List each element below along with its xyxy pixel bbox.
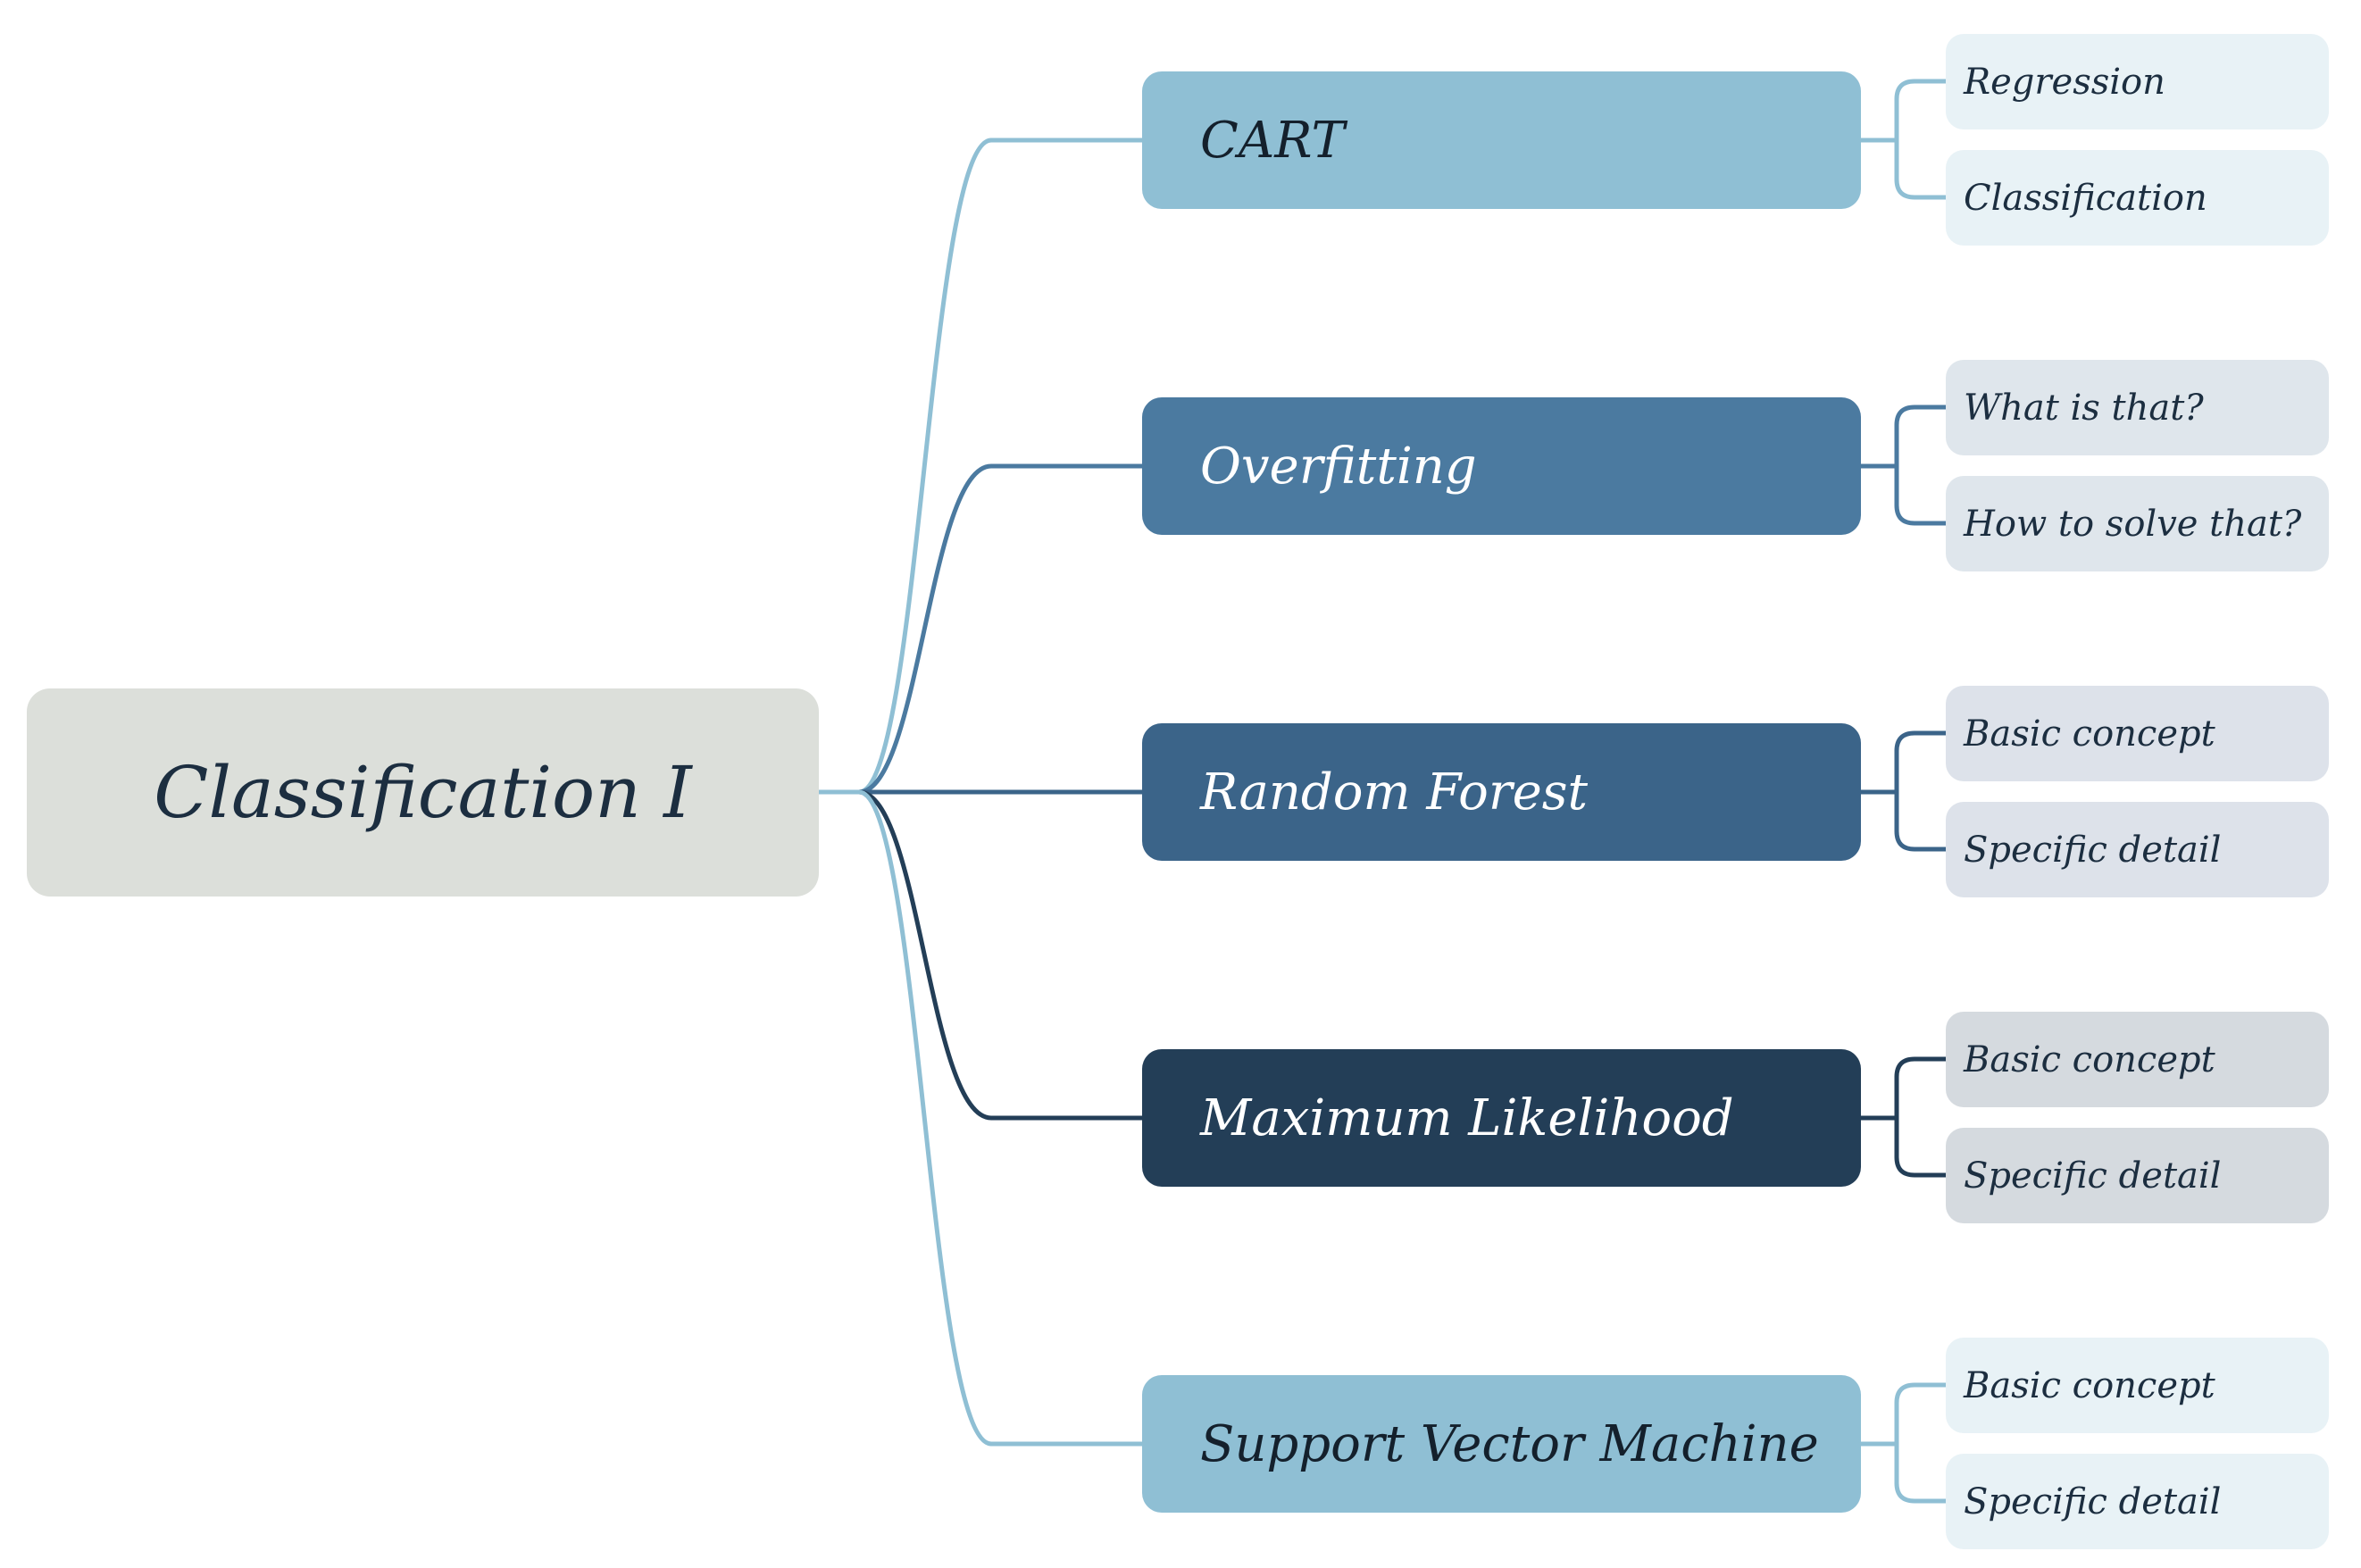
branch-connector: [816, 789, 1145, 1121]
branch-node-overfitting[interactable]: Overfitting: [1142, 397, 1861, 535]
leaf-node[interactable]: Basic concept: [1946, 686, 2329, 781]
leaf-node[interactable]: Specific detail: [1946, 802, 2329, 897]
leaf-label: Specific detail: [1964, 1480, 2222, 1522]
leaf-label: Classification: [1964, 177, 2207, 219]
branch-node-maximum-likelihood[interactable]: Maximum Likelihood: [1142, 1049, 1861, 1187]
leaf-node[interactable]: Classification: [1946, 150, 2329, 246]
leaf-label: Regression: [1964, 61, 2165, 103]
leaf-node[interactable]: Specific detail: [1946, 1128, 2329, 1223]
leaf-connector: [1894, 138, 1948, 200]
leaf-connector: [1894, 1441, 1948, 1504]
branch-label: CART: [1200, 111, 1345, 170]
branch-connector: [816, 789, 1145, 1447]
leaf-node[interactable]: Regression: [1946, 34, 2329, 129]
leaf-node[interactable]: Specific detail: [1946, 1454, 2329, 1549]
leaf-label: How to solve that?: [1964, 503, 2302, 545]
leaf-connector: [1894, 1115, 1948, 1178]
leaf-label: Basic concept: [1964, 1038, 2215, 1080]
leaf-label: Basic concept: [1964, 1364, 2215, 1406]
leaf-connector: [1894, 1056, 1948, 1121]
root-label: Classification I: [154, 751, 692, 834]
leaf-node[interactable]: Basic concept: [1946, 1012, 2329, 1107]
leaf-connector: [1894, 1382, 1948, 1447]
branch-node-random-forest[interactable]: Random Forest: [1142, 723, 1861, 861]
root-node[interactable]: Classification I: [27, 688, 819, 897]
branch-label: Random Forest: [1200, 763, 1589, 822]
branch-label: Overfitting: [1200, 437, 1477, 496]
leaf-node[interactable]: What is that?: [1946, 360, 2329, 455]
leaf-connector: [1894, 405, 1948, 469]
leaf-connector: [1894, 730, 1948, 795]
branch-node-support-vector-machine[interactable]: Support Vector Machine: [1142, 1375, 1861, 1513]
leaf-label: Specific detail: [1964, 1155, 2222, 1197]
leaf-connector: [1894, 789, 1948, 852]
branch-connector: [816, 138, 1145, 795]
leaf-node[interactable]: How to solve that?: [1946, 476, 2329, 571]
leaf-label: What is that?: [1964, 387, 2204, 429]
leaf-node[interactable]: Basic concept: [1946, 1338, 2329, 1433]
leaf-label: Basic concept: [1964, 713, 2215, 755]
leaf-label: Specific detail: [1964, 829, 2222, 871]
branch-label: Maximum Likelihood: [1200, 1088, 1734, 1147]
branch-connector: [816, 463, 1145, 795]
branch-label: Support Vector Machine: [1200, 1414, 1819, 1473]
leaf-connector: [1894, 79, 1948, 143]
branch-node-cart[interactable]: CART: [1142, 71, 1861, 209]
leaf-connector: [1894, 463, 1948, 526]
